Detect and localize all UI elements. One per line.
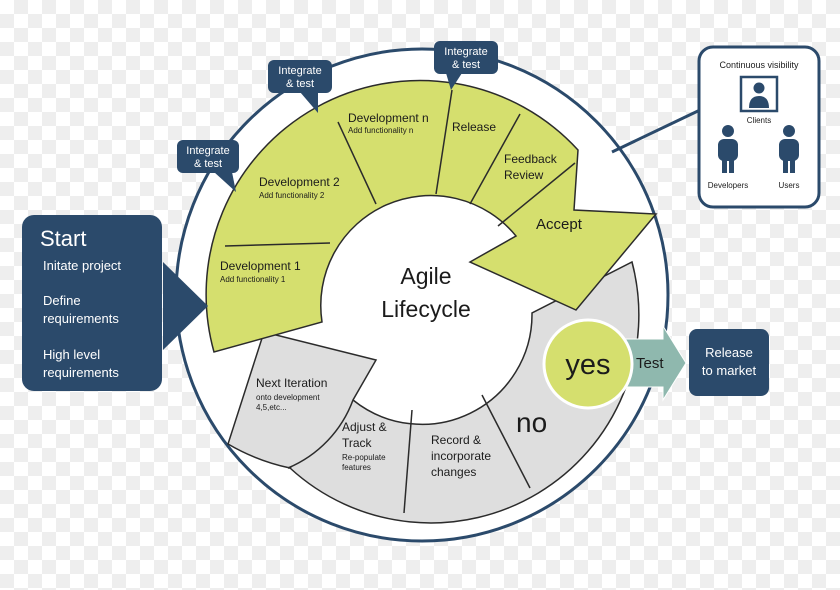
no-label: no	[516, 407, 547, 438]
record-line3: changes	[431, 465, 476, 479]
feedback-line1: Feedback	[504, 152, 558, 166]
devn-sub: Add functionality n	[348, 126, 413, 135]
start-panel	[22, 215, 162, 391]
divider-no-record	[481, 394, 531, 489]
integrate-callout-1: Integrate & test	[177, 140, 239, 192]
divider-devn-release	[435, 89, 453, 195]
user-icon	[779, 125, 799, 173]
adjust-sub2: features	[342, 463, 371, 472]
dev2-sub: Add functionality 2	[259, 191, 325, 200]
integrate-callout-1-line1: Integrate	[186, 145, 229, 157]
start-item-2-line1: Define	[43, 293, 81, 308]
divider-release-feedback	[469, 113, 521, 205]
integrate-callout-1-line2: & test	[194, 158, 222, 170]
adjust-sub1: Re-populate	[342, 453, 386, 462]
developer-icon	[718, 125, 738, 173]
dev1-sub: Add functionality 1	[220, 275, 286, 284]
start-box: Start Initate project Define requirement…	[22, 215, 208, 391]
developers-label: Developers	[708, 181, 748, 190]
start-item-2-line2: requirements	[43, 311, 119, 326]
dev1-title: Development 1	[220, 259, 301, 273]
release-to-market-box: Release to market	[689, 329, 769, 396]
release-title: Release	[452, 120, 496, 134]
dev2-title: Development 2	[259, 175, 340, 189]
start-title: Start	[40, 226, 86, 251]
accept-title: Accept	[536, 216, 583, 233]
visibility-title: Continuous visibility	[719, 60, 799, 70]
integrate-callout-3: Integrate & test	[434, 41, 498, 90]
divider-dev1-dev2	[224, 242, 331, 247]
feedback-line2: Review	[504, 168, 544, 182]
visibility-connector	[611, 108, 701, 154]
gray-band	[288, 260, 640, 524]
record-line1: Record &	[431, 433, 481, 447]
next-iteration-sub1: onto development	[256, 393, 320, 402]
integrate-callout-2-line2: & test	[286, 78, 314, 90]
yes-label: yes	[565, 349, 610, 381]
start-item-3-line2: requirements	[43, 365, 119, 380]
start-item-3-line1: High level	[43, 347, 100, 362]
integrate-callout-2-line1: Integrate	[278, 65, 321, 77]
next-iteration-title: Next Iteration	[256, 376, 327, 390]
center-title-line1: Agile	[400, 263, 451, 289]
integrate-callout-3-line1: Integrate	[444, 46, 487, 58]
devn-title: Development n	[348, 111, 429, 125]
integrate-callout-3-line2: & test	[452, 59, 480, 71]
adjust-line2: Track	[342, 436, 373, 450]
start-arrow	[163, 262, 208, 350]
divider-feedback-accept	[497, 162, 576, 227]
integrate-callout-2: Integrate & test	[268, 60, 332, 113]
start-item-1: Initate project	[43, 258, 121, 273]
visibility-panel: Continuous visibility Clients Developers…	[697, 45, 821, 209]
adjust-line1: Adjust &	[342, 420, 387, 434]
release-to-market-line1: Release	[705, 345, 753, 360]
record-line2: incorporate	[431, 449, 491, 463]
next-iteration-arrow	[227, 331, 378, 469]
divider-record-adjust	[403, 409, 413, 514]
yes-circle	[542, 318, 634, 410]
clients-label: Clients	[747, 116, 771, 125]
divider-dev2-devn	[337, 121, 377, 205]
test-label: Test	[636, 355, 664, 372]
client-icon	[739, 75, 779, 113]
next-iteration-sub2: 4,5,etc...	[256, 403, 287, 412]
users-label: Users	[779, 181, 800, 190]
release-to-market-line2: to market	[702, 363, 757, 378]
center-title-line2: Lifecycle	[381, 296, 470, 322]
